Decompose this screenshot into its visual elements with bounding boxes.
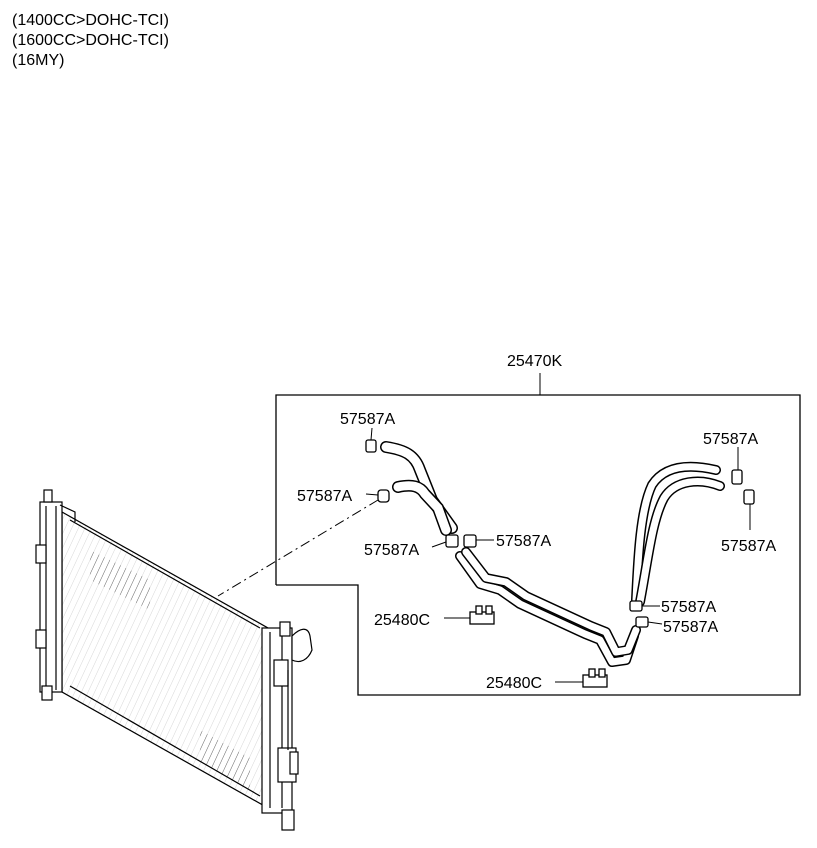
clamp-6: [743, 489, 755, 505]
radiator: [35, 489, 313, 831]
bracket-1: [469, 605, 495, 625]
clamp-7: [629, 600, 643, 612]
label-clamp-4: 57587A: [496, 533, 551, 550]
label-clamp-6: 57587A: [721, 538, 776, 555]
engine-spec-line-1: (1400CC>DOHC-TCI): [12, 12, 169, 29]
clamp-4: [463, 534, 477, 548]
clamp-3: [445, 534, 459, 548]
assembly-frame: [275, 394, 801, 696]
reference-line: [217, 499, 379, 597]
label-assembly: 25470K: [507, 353, 562, 370]
clamp-1: [365, 439, 377, 453]
clamp-8: [635, 616, 649, 628]
label-bracket-2: 25480C: [486, 675, 542, 692]
label-clamp-2: 57587A: [297, 488, 352, 505]
clamp-2: [377, 489, 390, 503]
clamps: [365, 439, 755, 628]
clamp-5: [731, 469, 743, 485]
label-clamp-7: 57587A: [661, 599, 716, 616]
label-clamp-8: 57587A: [663, 619, 718, 636]
label-clamp-3: 57587A: [364, 542, 419, 559]
oil-cooler-lines: [455, 547, 641, 667]
leader-lines: [365, 427, 751, 683]
label-clamp-5: 57587A: [703, 431, 758, 448]
upper-hose-pair: [380, 441, 458, 536]
bracket-2: [582, 668, 608, 688]
label-bracket-1: 25480C: [374, 612, 430, 629]
model-year-line: (16MY): [12, 52, 65, 69]
brackets: [469, 605, 608, 688]
right-hose-pair: [631, 461, 725, 607]
engine-spec-line-2: (1600CC>DOHC-TCI): [12, 32, 169, 49]
label-clamp-1: 57587A: [340, 411, 395, 428]
